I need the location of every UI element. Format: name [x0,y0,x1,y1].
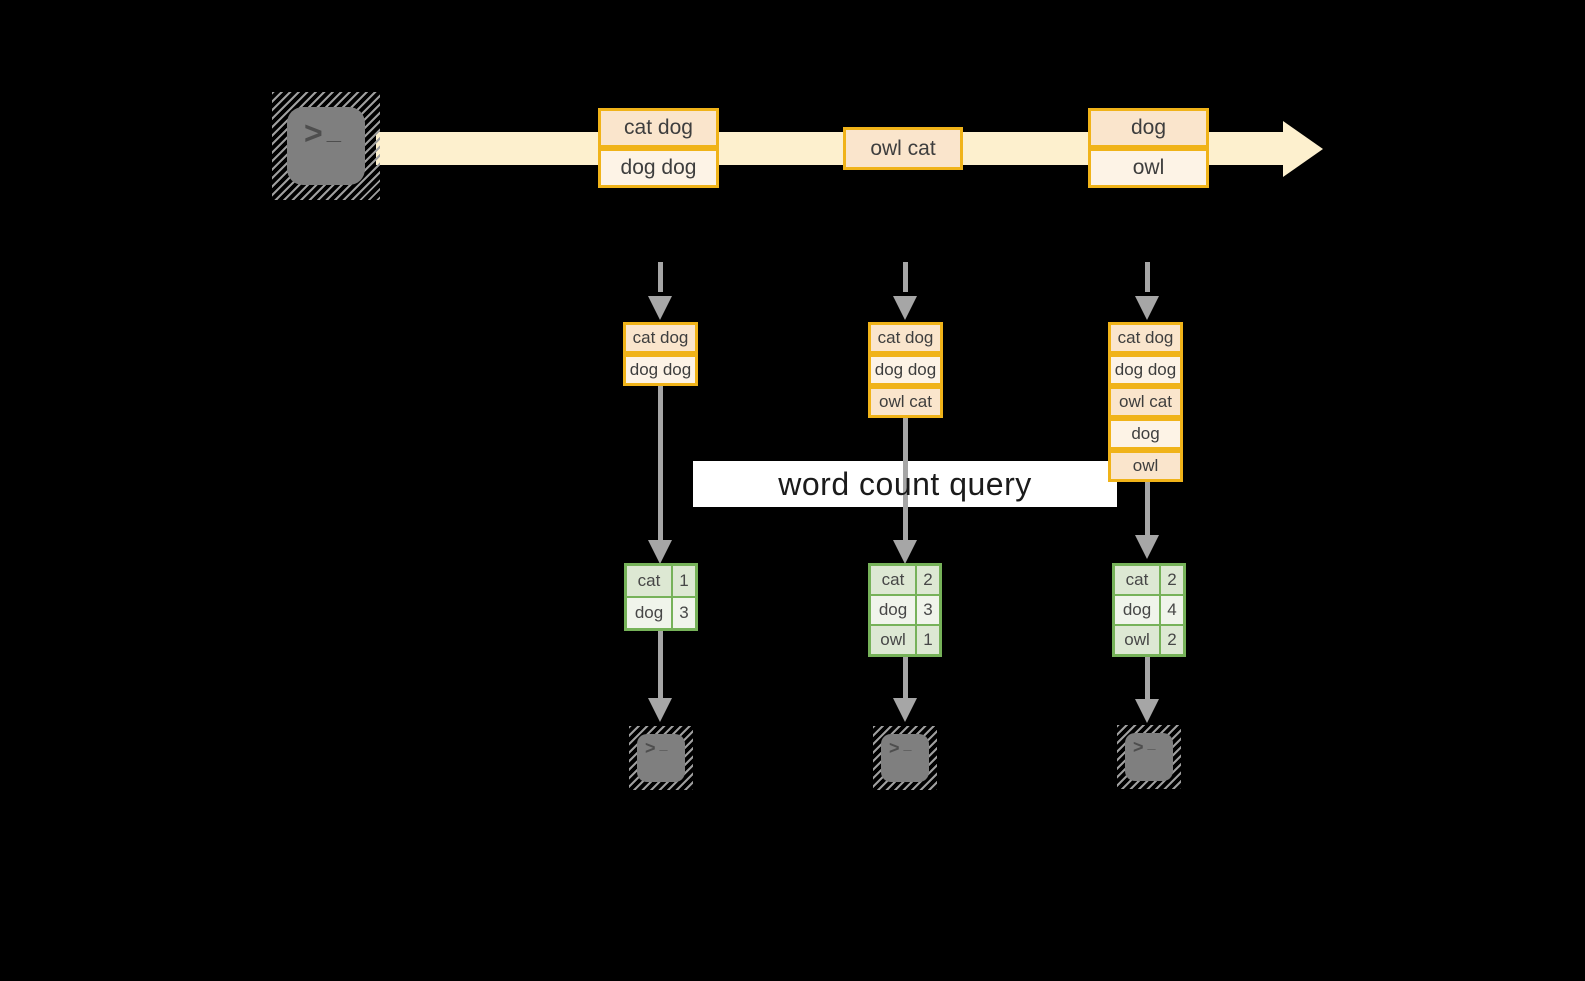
table-row: cat 1 [627,566,695,596]
prompt-icon: >_ [889,737,912,759]
arrow-down-icon [893,698,917,722]
count-table-2: cat 2 dog 3 owl 1 [868,563,942,657]
table-row: dog 3 [871,596,939,624]
dashed-connector [658,262,663,292]
batch-cell: dog [1088,108,1209,148]
word-cell: cat [871,566,915,594]
table-row: owl 1 [871,626,939,654]
arrow-down-icon [648,296,672,320]
stream-batch-1: cat dog dog dog [598,108,719,188]
word-cell: cat [1115,566,1159,594]
prompt-icon: >_ [304,115,341,152]
prompt-chevron: > [1133,737,1144,757]
sink-terminal-icon: >_ [1117,725,1181,789]
word-cell: cat [627,566,671,596]
prompt-chevron: > [889,738,900,758]
prompt-icon: >_ [645,737,668,759]
state-cell: owl [1108,450,1183,482]
state-cell: cat dog [1108,322,1183,354]
state-cell: owl cat [1108,386,1183,418]
stream-batch-2: owl cat [843,127,963,170]
count-cell: 2 [1161,566,1183,594]
connector-line [1145,657,1150,699]
state-cell: dog dog [623,354,698,386]
arrow-down-icon [1135,296,1159,320]
prompt-icon: >_ [1133,736,1156,758]
dashed-connector [903,262,908,292]
prompt-chevron: > [645,738,656,758]
state-box-2: cat dog dog dog owl cat [868,322,943,418]
count-cell: 3 [917,596,939,624]
source-terminal-icon: >_ [272,92,380,200]
state-cell: cat dog [623,322,698,354]
terminal-screen: >_ [1125,733,1173,781]
connector-line [658,386,663,540]
state-cell: dog [1108,418,1183,450]
arrow-down-icon [1135,535,1159,559]
word-cell: owl [1115,626,1159,654]
state-cell: dog dog [1108,354,1183,386]
count-cell: 3 [673,598,695,628]
terminal-screen: >_ [287,107,365,185]
word-cell: dog [871,596,915,624]
terminal-screen: >_ [637,734,685,782]
terminal-screen: >_ [881,734,929,782]
prompt-chevron: > [304,115,323,151]
dashed-connector [1145,262,1150,292]
state-box-3: cat dog dog dog owl cat dog owl [1108,322,1183,482]
connector-line [658,631,663,698]
batch-cell: dog dog [598,148,719,188]
table-row: dog 3 [627,598,695,628]
stream-arrow-right-icon [1283,121,1323,177]
batch-cell: owl [1088,148,1209,188]
prompt-cursor: _ [326,117,341,145]
state-cell: cat dog [868,322,943,354]
connector-line [903,657,908,698]
connector-line [903,418,908,540]
batch-cell: owl cat [843,127,963,170]
arrow-down-icon [648,540,672,564]
arrow-down-icon [893,540,917,564]
table-row: dog 4 [1115,596,1183,624]
table-row: owl 2 [1115,626,1183,654]
table-row: cat 2 [1115,566,1183,594]
word-cell: dog [627,598,671,628]
state-cell: dog dog [868,354,943,386]
count-cell: 1 [673,566,695,596]
sink-terminal-icon: >_ [873,726,937,790]
connector-line [1145,482,1150,535]
table-row: cat 2 [871,566,939,594]
stream-batch-3: dog owl [1088,108,1209,188]
count-cell: 2 [1161,626,1183,654]
sink-terminal-icon: >_ [629,726,693,790]
arrow-down-icon [648,698,672,722]
word-cell: dog [1115,596,1159,624]
query-label: word count query [778,465,1032,502]
count-cell: 2 [917,566,939,594]
prompt-cursor: _ [903,737,912,753]
count-table-3: cat 2 dog 4 owl 2 [1112,563,1186,657]
prompt-cursor: _ [659,737,668,753]
batch-cell: cat dog [598,108,719,148]
arrow-down-icon [1135,699,1159,723]
count-cell: 1 [917,626,939,654]
arrow-down-icon [893,296,917,320]
prompt-cursor: _ [1147,736,1156,752]
count-table-1: cat 1 dog 3 [624,563,698,631]
count-cell: 4 [1161,596,1183,624]
state-cell: owl cat [868,386,943,418]
word-cell: owl [871,626,915,654]
state-box-1: cat dog dog dog [623,322,698,386]
